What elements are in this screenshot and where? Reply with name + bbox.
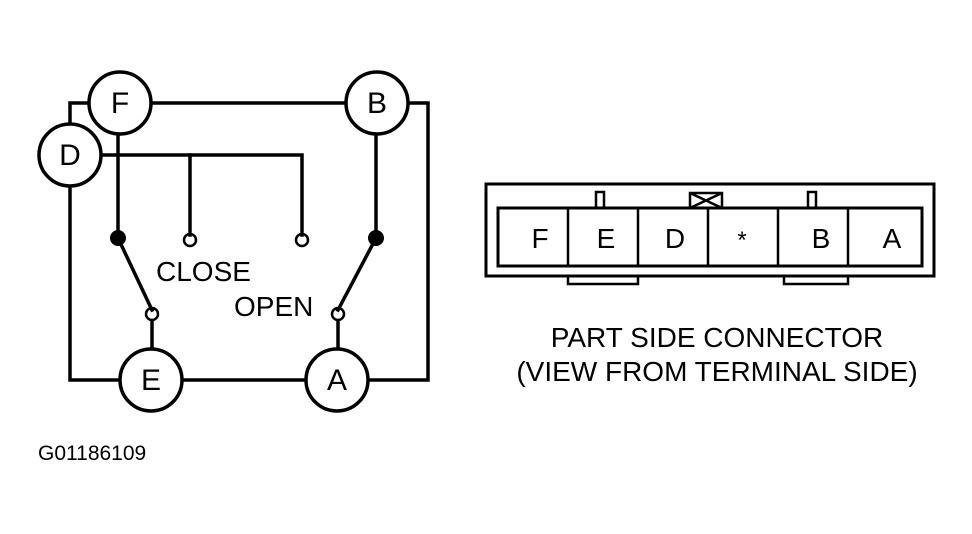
switch-blade-left — [115, 235, 155, 313]
terminal-a-label: A — [327, 364, 347, 397]
terminal-b: B — [344, 70, 410, 136]
connector-tab-left — [594, 190, 606, 210]
pin-label-1: F — [531, 223, 548, 254]
contact-open — [294, 232, 310, 248]
wire-frame-right — [366, 101, 430, 382]
contact-e — [144, 306, 160, 322]
connector-lock-tab — [688, 191, 724, 210]
pin-label-4: * — [737, 227, 746, 254]
connector-foot-left — [566, 276, 640, 286]
pin-label-5: B — [812, 223, 831, 254]
terminal-b-label: B — [367, 87, 387, 120]
switch-blade-right — [335, 235, 379, 313]
wire-d-bus — [94, 153, 304, 237]
contact-f-filled — [110, 230, 126, 246]
pin-label-3: D — [665, 223, 685, 254]
terminal-d: D — [37, 122, 103, 188]
terminal-e: E — [118, 347, 184, 413]
connector-foot-right — [782, 276, 850, 286]
pin-label-2: E — [597, 223, 616, 254]
close-label: CLOSE — [156, 256, 251, 287]
switch-schematic: F B D E A CLOSE OPEN — [37, 70, 430, 413]
connector-pin-area — [496, 206, 924, 268]
contact-a — [330, 306, 346, 322]
contact-b-filled — [368, 230, 384, 246]
terminal-a: A — [304, 347, 370, 413]
terminal-f: F — [87, 70, 153, 136]
terminal-e-label: E — [141, 364, 161, 397]
part-side-connector: F E D * B A PART SIDE CONNECTOR (VIEW FR… — [484, 182, 936, 387]
connector-caption-line1: PART SIDE CONNECTOR — [551, 322, 883, 353]
connector-caption-line2: (VIEW FROM TERMINAL SIDE) — [516, 356, 917, 387]
contact-close — [182, 232, 198, 248]
pin-label-6: A — [883, 223, 902, 254]
open-label: OPEN — [234, 291, 313, 322]
terminal-f-label: F — [111, 87, 129, 120]
figure-id: G01186109 — [38, 442, 146, 465]
terminal-d-label: D — [59, 139, 81, 172]
wire-frame-left — [68, 185, 122, 382]
connector-tab-right — [806, 190, 818, 210]
